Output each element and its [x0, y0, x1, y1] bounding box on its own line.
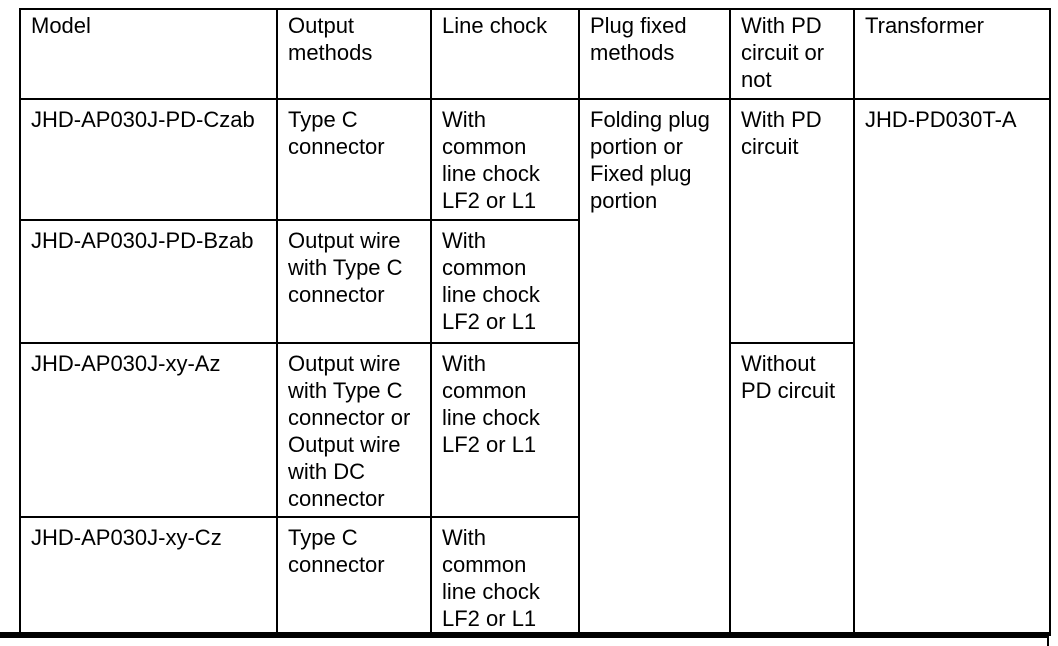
header-row: Model Output methods Line chock Plug fix… [19, 8, 1051, 100]
table-row: JHD-AP030J-xy-Az Output wire with Type C… [19, 342, 1050, 636]
table-row: JHD-AP030J-PD-Bzab Output wire with Type… [19, 219, 1050, 344]
pd-with-circuit-cell: With PD circuit [729, 98, 855, 344]
line-chock-cell-row1: With common line chock LF2 or L1 [430, 98, 580, 221]
header-transformer: Transformer [853, 8, 1051, 100]
page-bottom-rule [0, 632, 1049, 638]
header-output-methods: Output methods [276, 8, 432, 100]
output-method-cell-row4: Type C connector [276, 516, 432, 636]
spec-table-container: Model Output methods Line chock Plug fix… [19, 8, 1051, 636]
model-spec-table: Model Output methods Line chock Plug fix… [19, 8, 1051, 636]
output-method-cell-row2: Output wire with Type C connector [276, 219, 432, 344]
header-plug-fixed-methods: Plug fixed methods [578, 8, 731, 100]
model-cell-row2: JHD-AP030J-PD-Bzab [19, 219, 278, 344]
table-row: JHD-AP030J-xy-Cz Type C connector With c… [19, 516, 1050, 636]
model-cell-row1: JHD-AP030J-PD-Czab [19, 98, 278, 221]
header-model: Model [19, 8, 278, 100]
table-right-border-extension [1047, 632, 1049, 646]
pd-without-circuit-cell: Without PD circuit [729, 342, 855, 636]
line-chock-cell-row4: With common line chock LF2 or L1 [430, 516, 580, 636]
transformer-model-cell: JHD-PD030T-A [853, 98, 1051, 636]
model-cell-row3: JHD-AP030J-xy-Az [19, 342, 278, 518]
output-method-cell-row3: Output wire with Type C connector or Out… [276, 342, 432, 518]
line-chock-cell-row2: With common line chock LF2 or L1 [430, 219, 580, 344]
plug-fixed-method-cell: Folding plug portion or Fixed plug porti… [578, 98, 731, 636]
line-chock-cell-row3: With common line chock LF2 or L1 [430, 342, 580, 518]
header-line-chock: Line chock [430, 8, 580, 100]
model-cell-row4: JHD-AP030J-xy-Cz [19, 516, 278, 636]
header-pd-circuit: With PD circuit or not [729, 8, 855, 100]
table-row: JHD-AP030J-PD-Czab Type C connector With… [19, 98, 1051, 636]
output-method-cell-row1: Type C connector [276, 98, 432, 221]
